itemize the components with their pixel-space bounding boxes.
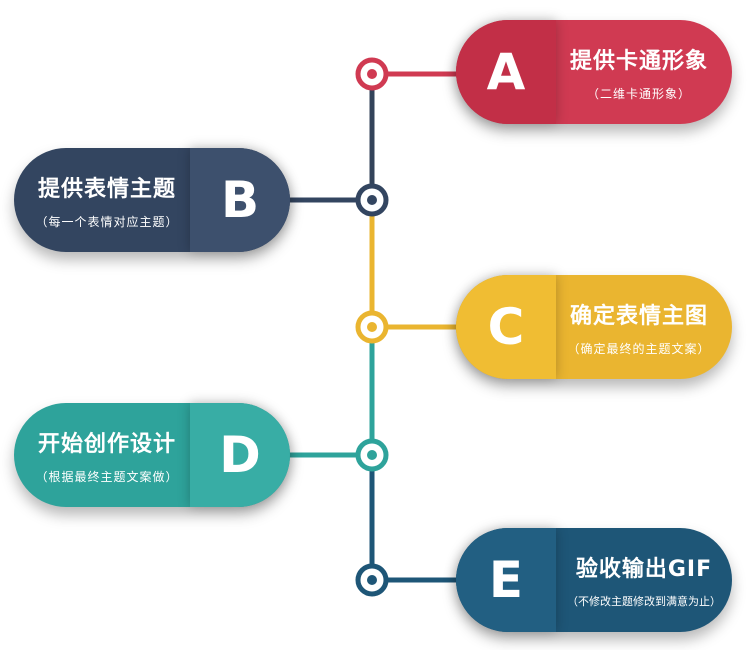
step-b-text: 提供表情主题 （每一个表情对应主题） [24, 148, 190, 252]
step-c-text: 确定表情主图 （确定最终的主题文案） [556, 275, 722, 379]
node-b-dot [367, 195, 377, 205]
step-b-letter: B [220, 171, 260, 229]
step-d: D 开始创作设计 （根据最终主题文案做） [14, 403, 290, 507]
step-a-subtitle: （二维卡通形象） [586, 86, 691, 101]
step-c-title: 确定表情主图 [569, 303, 708, 329]
step-a: A 提供卡通形象 （二维卡通形象） [456, 20, 732, 124]
step-e-tab [456, 528, 556, 632]
step-d-tab [190, 403, 290, 507]
step-b-subtitle: （每一个表情对应主题） [35, 214, 179, 229]
step-b: B 提供表情主题 （每一个表情对应主题） [14, 148, 290, 252]
step-c: C 确定表情主图 （确定最终的主题文案） [456, 275, 732, 379]
step-d-title: 开始创作设计 [37, 431, 176, 457]
step-e: E 验收输出GIF （不修改主题修改到满意为止） [456, 528, 732, 632]
step-d-letter: D [219, 426, 261, 484]
step-e-letter: E [488, 551, 524, 609]
step-e-title: 验收输出GIF [575, 557, 713, 582]
step-a-tab [456, 20, 556, 124]
step-a-text: 提供卡通形象 （二维卡通形象） [556, 20, 722, 124]
step-d-subtitle: （根据最终主题文案做） [35, 469, 179, 484]
step-e-text: 验收输出GIF （不修改主题修改到满意为止） [556, 528, 732, 632]
step-b-title: 提供表情主题 [37, 176, 176, 202]
step-d-text: 开始创作设计 （根据最终主题文案做） [24, 403, 190, 507]
step-e-subtitle: （不修改主题修改到满意为止） [567, 595, 721, 608]
step-b-tab [190, 148, 290, 252]
step-c-letter: C [487, 298, 525, 356]
step-a-letter: A [486, 43, 526, 101]
step-c-tab [456, 275, 556, 379]
node-c-dot [367, 322, 377, 332]
node-a-dot [367, 69, 377, 79]
node-e-dot [367, 575, 377, 585]
step-c-subtitle: （确定最终的主题文案） [567, 341, 711, 356]
node-d-dot [367, 450, 377, 460]
step-a-title: 提供卡通形象 [569, 48, 708, 74]
